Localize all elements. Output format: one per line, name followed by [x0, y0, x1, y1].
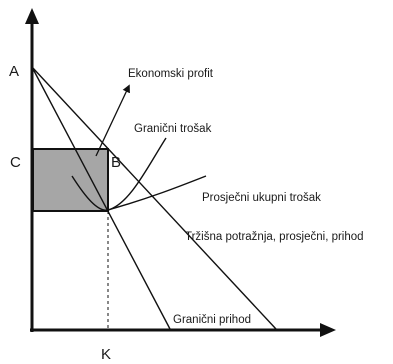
economic-profit-label: Ekonomski profit [128, 68, 214, 80]
x-axis-arrow-icon [320, 323, 336, 337]
point-a-label: A [9, 63, 19, 80]
economic-profit-arrow [95, 84, 130, 157]
demand-average-revenue-label: Tržišna potražnja, prosječni, prihod [185, 231, 364, 243]
point-b-label: B [111, 154, 121, 171]
average-total-cost-label: Prosječni ukupni trošak [202, 192, 321, 204]
average-total-cost-curve [107, 175, 207, 211]
economic-profit-area [32, 148, 109, 212]
demand-curve [31, 66, 277, 330]
marginal-revenue-curve [31, 66, 171, 330]
y-axis-arrow-icon [25, 8, 39, 24]
point-k-label: K [101, 346, 111, 363]
marginal-cost-label: Granični trošak [134, 123, 212, 135]
point-c-label: C [10, 154, 21, 171]
marginal-revenue-label: Granični prihod [173, 314, 251, 326]
